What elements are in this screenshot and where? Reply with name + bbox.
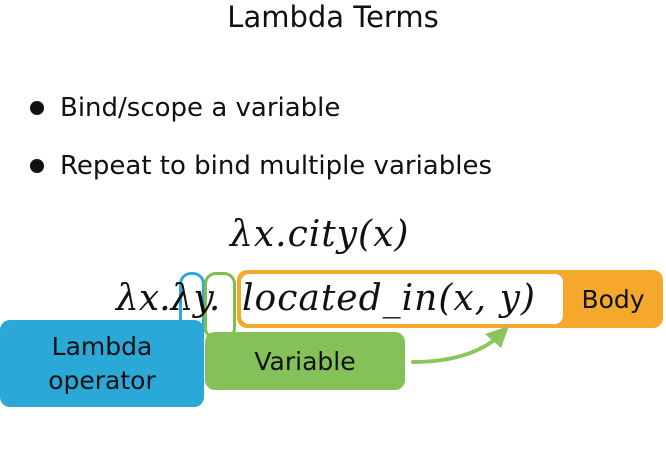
- variable-label: Variable: [205, 332, 405, 390]
- arrow-shaft: [411, 336, 499, 364]
- lambda-term-body: located_in(x, y): [242, 278, 536, 319]
- body-highlight-inner: [241, 274, 563, 324]
- slide-title: Lambda Terms: [227, 0, 439, 34]
- variable-highlight: [204, 272, 236, 340]
- bullet-dot-icon: [30, 159, 44, 173]
- bullet-text: Bind/scope a variable: [60, 93, 341, 123]
- variable-label-text: Variable: [254, 346, 356, 376]
- bullet-list: Bind/scope a variable Repeat to bind mul…: [30, 88, 492, 204]
- lambda-term-city: λx.city(x): [230, 214, 410, 255]
- bullet-item: Bind/scope a variable: [30, 88, 492, 146]
- lambda-operator-label-line2: operator: [48, 365, 156, 395]
- curved-arrow-icon: [411, 326, 509, 364]
- lambda-term-prefix: λx.λy.: [116, 278, 221, 319]
- lambda-operator-label: Lambda operator: [0, 320, 204, 407]
- lambda-operator-label-line1: Lambda: [51, 331, 153, 361]
- bullet-dot-icon: [30, 101, 44, 115]
- bullet-item: Repeat to bind multiple variables: [30, 146, 492, 204]
- bullet-text: Repeat to bind multiple variables: [60, 151, 492, 181]
- body-label: Body: [581, 284, 645, 314]
- arrow-head: [485, 326, 509, 348]
